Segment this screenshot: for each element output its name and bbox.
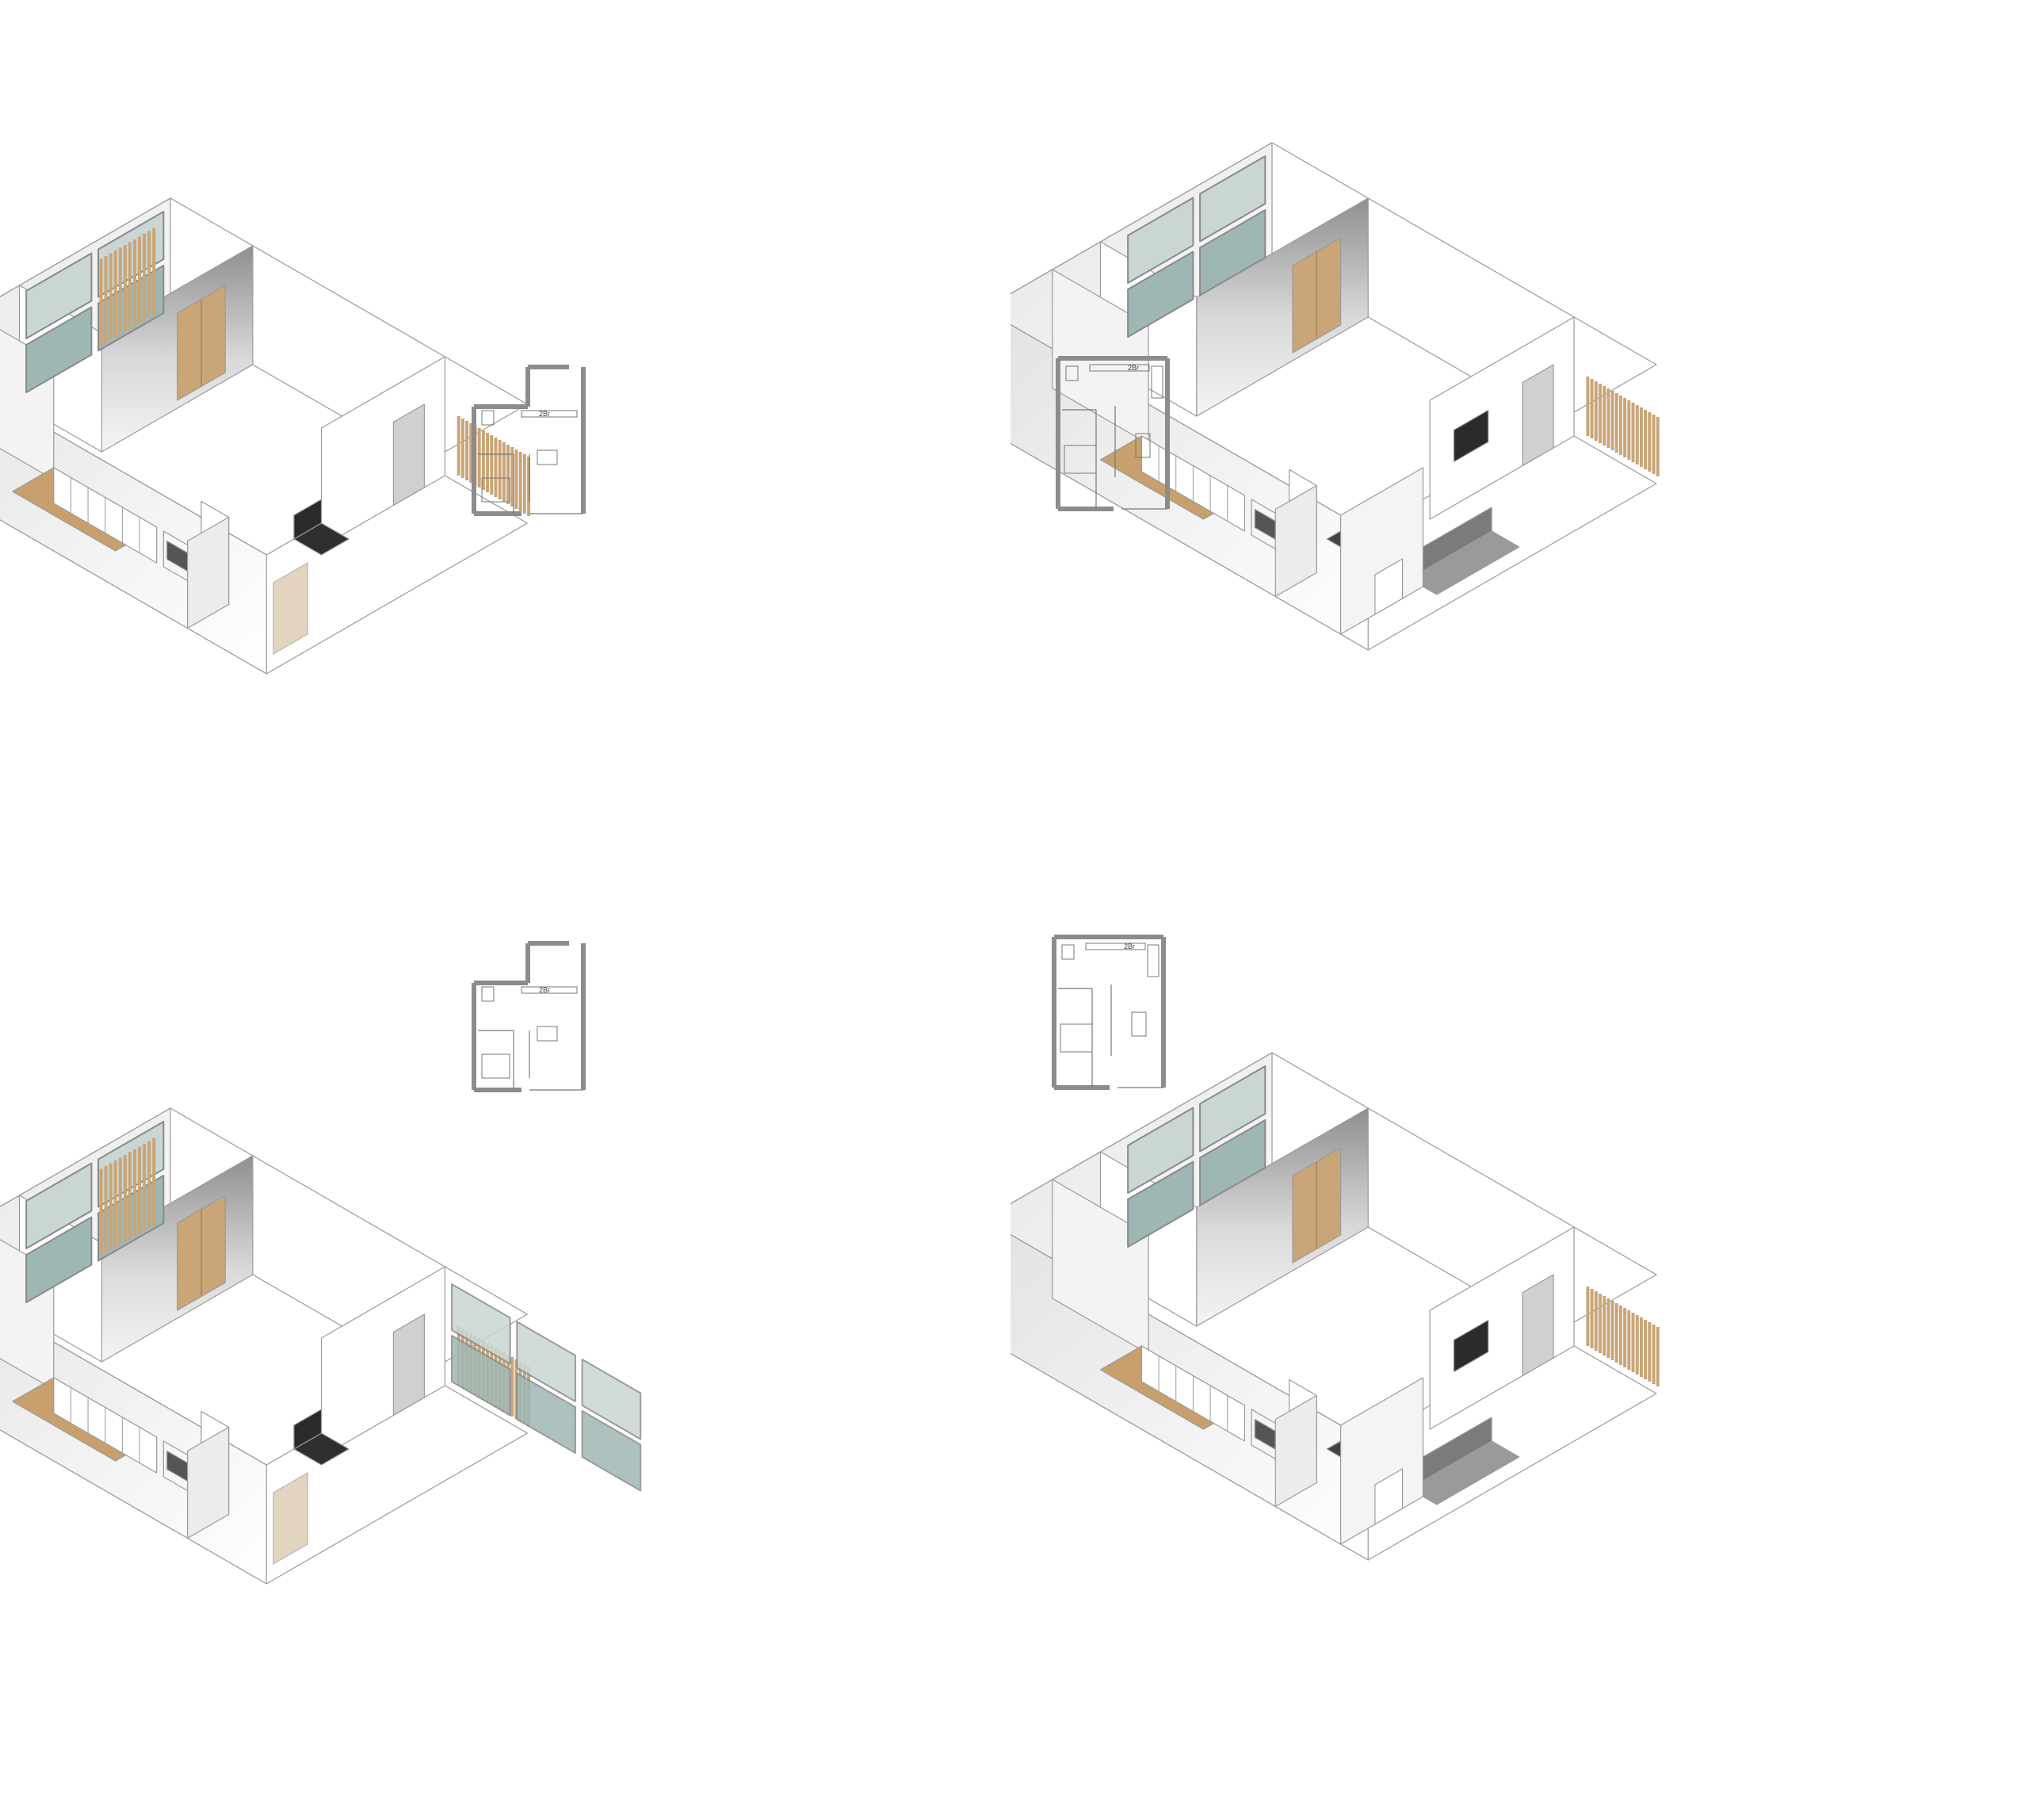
floor-plan-group: 2Br	[1056, 356, 1170, 511]
window-pane	[1127, 1107, 1194, 1194]
floor-plan-group: 2Br	[472, 365, 586, 516]
window-pane	[1199, 1065, 1266, 1153]
panel-bottom-left: 2Br	[0, 910, 1011, 1820]
plan-toilet	[1065, 365, 1079, 381]
plan-toilet	[481, 410, 495, 426]
isometric-diagram-top-left: 2Br	[0, 197, 586, 675]
plan-laundry	[1151, 365, 1163, 399]
entry-door	[273, 562, 308, 655]
floor-plan-group: 2Br	[1052, 935, 1166, 1090]
window-pane	[1199, 155, 1266, 243]
plan-counter	[1085, 942, 1146, 950]
plan-label: 2Br	[1128, 364, 1139, 372]
plan-counter	[521, 986, 578, 994]
panel-top-left: 2Br	[0, 0, 1011, 910]
partition-wall	[320, 1266, 446, 1458]
tv	[1453, 409, 1489, 463]
partition-wall	[1429, 316, 1575, 520]
plan-counter	[1089, 364, 1150, 372]
isometric-diagram-bottom-left: 2Br	[0, 941, 642, 1585]
plan-bed	[1060, 1023, 1093, 1053]
tv	[1453, 1319, 1489, 1373]
plan-bed	[481, 477, 510, 503]
fridge-side	[1274, 1394, 1317, 1508]
apartment-isometric	[1011, 142, 1660, 651]
window-pane	[25, 1162, 93, 1249]
window-pane	[1199, 1119, 1266, 1206]
armchair-front	[293, 499, 323, 540]
plan-sofa	[1131, 1011, 1147, 1037]
plan-bed	[1064, 445, 1097, 474]
front-window-pane	[581, 1410, 642, 1492]
front-window-pane	[516, 1372, 576, 1454]
bath-door	[1522, 1274, 1554, 1377]
window-pane	[25, 306, 93, 393]
plan-toilet	[481, 986, 495, 1002]
window-pane	[1127, 1160, 1194, 1248]
window-pane	[1199, 209, 1266, 296]
fridge-side	[187, 1426, 230, 1539]
partition-wall	[320, 356, 446, 548]
plan-sofa	[537, 449, 558, 465]
plan-sofa	[537, 1026, 558, 1042]
washer	[1374, 1468, 1404, 1525]
bath-door	[392, 403, 426, 507]
floor-plan-group: 2Br	[472, 941, 586, 1092]
window-pane	[1127, 250, 1194, 338]
bath-door	[1522, 364, 1554, 467]
front-window-pane	[451, 1283, 511, 1365]
entry-door	[273, 1472, 308, 1565]
panel-top-right: 2Br	[1011, 0, 2021, 910]
window-pane	[1127, 197, 1194, 284]
plan-label: 2Br	[1124, 942, 1135, 950]
plan-laundry	[1147, 944, 1159, 977]
panel-bottom-right: 2Br	[1011, 910, 2021, 1820]
plan-counter	[521, 410, 578, 418]
plan-bed	[481, 1053, 510, 1079]
front-window-pane	[451, 1335, 511, 1417]
fridge-side	[1274, 484, 1317, 598]
isometric-diagram-bottom-right: 2Br	[1011, 935, 1660, 1561]
apartment-isometric	[1011, 1052, 1660, 1561]
apartment-isometric	[0, 197, 531, 675]
plan-sofa	[1135, 433, 1151, 458]
plan-toilet	[1061, 944, 1075, 960]
washer	[1374, 558, 1404, 615]
bath-door	[392, 1313, 426, 1417]
front-window-pane	[581, 1359, 642, 1440]
plan-label: 2Br	[539, 986, 550, 994]
window-pane	[25, 252, 93, 339]
roof-outline	[0, 197, 529, 556]
window-pane	[25, 1216, 93, 1303]
armchair-front	[293, 1409, 323, 1450]
partition-wall	[1429, 1226, 1575, 1430]
plan-label: 2Br	[539, 410, 550, 418]
isometric-diagram-top-right: 2Br	[1011, 142, 1660, 651]
front-window-pane	[516, 1321, 576, 1402]
fridge-side	[187, 516, 230, 629]
roof-outline	[0, 1107, 529, 1466]
apartment-isometric	[0, 1107, 642, 1585]
